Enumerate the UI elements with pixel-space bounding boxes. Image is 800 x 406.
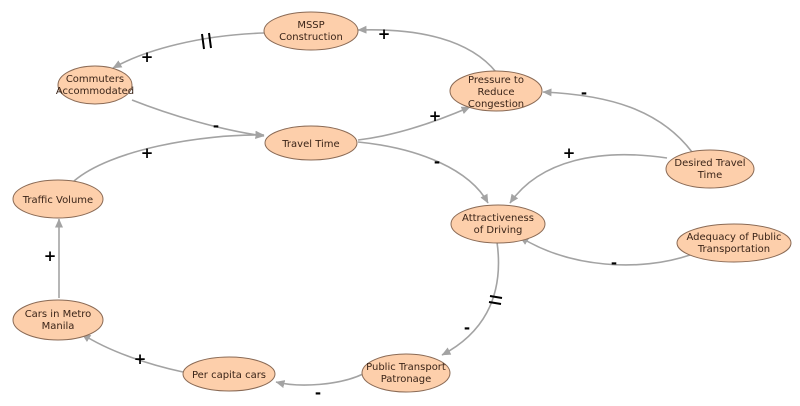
polarity-desired-pressure: - — [581, 84, 587, 102]
node-label-line: Desired Travel — [674, 158, 745, 169]
polarity-adequacy-attractiveness: - — [611, 254, 617, 272]
polarity-travel-time-attractiveness: - — [434, 153, 440, 171]
node-label-line: Patronage — [381, 374, 432, 385]
polarity-commuters-travel-time: - — [213, 117, 219, 135]
polarity-mssp-commuters: + — [141, 48, 154, 66]
node-label-line: Transportation — [697, 244, 770, 255]
polarity-pressure-mssp: + — [378, 25, 391, 43]
node-label-line: Manila — [42, 321, 75, 332]
node-label-line: Accommodated — [56, 86, 134, 97]
node-pressure-to-reduce-congestion: Pressure to Reduce Congestion — [449, 70, 543, 112]
link-pressure-to-mssp — [357, 25, 497, 73]
node-public-transport-patronage: Public Transport Patronage — [361, 353, 451, 393]
node-commuters-accommodated: Commuters Accommodated — [56, 65, 134, 105]
node-label-line: Commuters — [66, 74, 124, 85]
polarity-public-transport-per-capita: - — [315, 384, 321, 402]
node-cars-in-metro-manila: Cars in Metro Manila — [12, 299, 104, 341]
link-desired-travel-to-pressure — [542, 88, 693, 153]
node-label-line: Congestion — [468, 99, 524, 110]
link-commuters-to-travel-time — [131, 99, 265, 139]
node-attractiveness-of-driving: Attractiveness of Driving — [450, 204, 546, 244]
node-label-line: MSSP — [297, 20, 324, 31]
node-label-line: Attractiveness — [462, 213, 534, 224]
polarity-attractiveness-public-transport: - — [464, 319, 470, 337]
polarity-desired-attractiveness: + — [563, 144, 576, 162]
node-traffic-volume: Traffic Volume — [12, 179, 104, 219]
node-label-line: Adequacy of Public — [687, 232, 782, 243]
node-label-line: Pressure to — [468, 75, 524, 86]
node-label-line: Cars in Metro — [25, 309, 92, 320]
link-attractiveness-to-public-transport — [441, 241, 500, 356]
link-public-transport-to-per-capita — [275, 373, 364, 388]
link-travel-time-to-pressure — [357, 106, 471, 141]
link-traffic-volume-to-travel-time — [73, 130, 265, 182]
node-label-line: Traffic Volume — [22, 195, 93, 206]
node-per-capita-cars: Per capita cars — [182, 356, 276, 392]
node-label-line: of Driving — [474, 225, 523, 236]
node-travel-time: Travel Time — [264, 125, 358, 161]
link-mssp-to-commuters — [112, 32, 265, 69]
node-mssp-construction: MSSP Construction — [263, 11, 359, 51]
link-desired-travel-to-attractiveness — [509, 153, 668, 204]
node-label-line: Construction — [279, 32, 343, 43]
delay-mark-attractiveness-public-transport — [488, 295, 503, 305]
node-desired-travel-time: Desired Travel Time — [665, 149, 755, 189]
polarity-traffic-travel-time: + — [141, 144, 154, 162]
link-per-capita-to-cars-metro — [81, 333, 184, 373]
link-travel-time-to-attractiveness — [357, 141, 489, 204]
polarity-cars-metro-traffic: + — [44, 247, 57, 265]
node-label-line: Reduce — [478, 87, 515, 98]
link-adequacy-to-attractiveness — [519, 236, 691, 266]
node-label-line: Per capita cars — [192, 370, 266, 381]
node-label-line: Public Transport — [366, 362, 446, 373]
polarity-per-capita-cars-metro: + — [134, 350, 147, 368]
node-label-line: Travel Time — [281, 139, 339, 150]
polarity-travel-time-pressure: + — [429, 107, 442, 125]
node-label-line: Time — [697, 170, 722, 181]
delay-mark-mssp-commuters — [201, 32, 212, 50]
node-adequacy-of-public-transportation: Adequacy of Public Transportation — [676, 223, 792, 263]
